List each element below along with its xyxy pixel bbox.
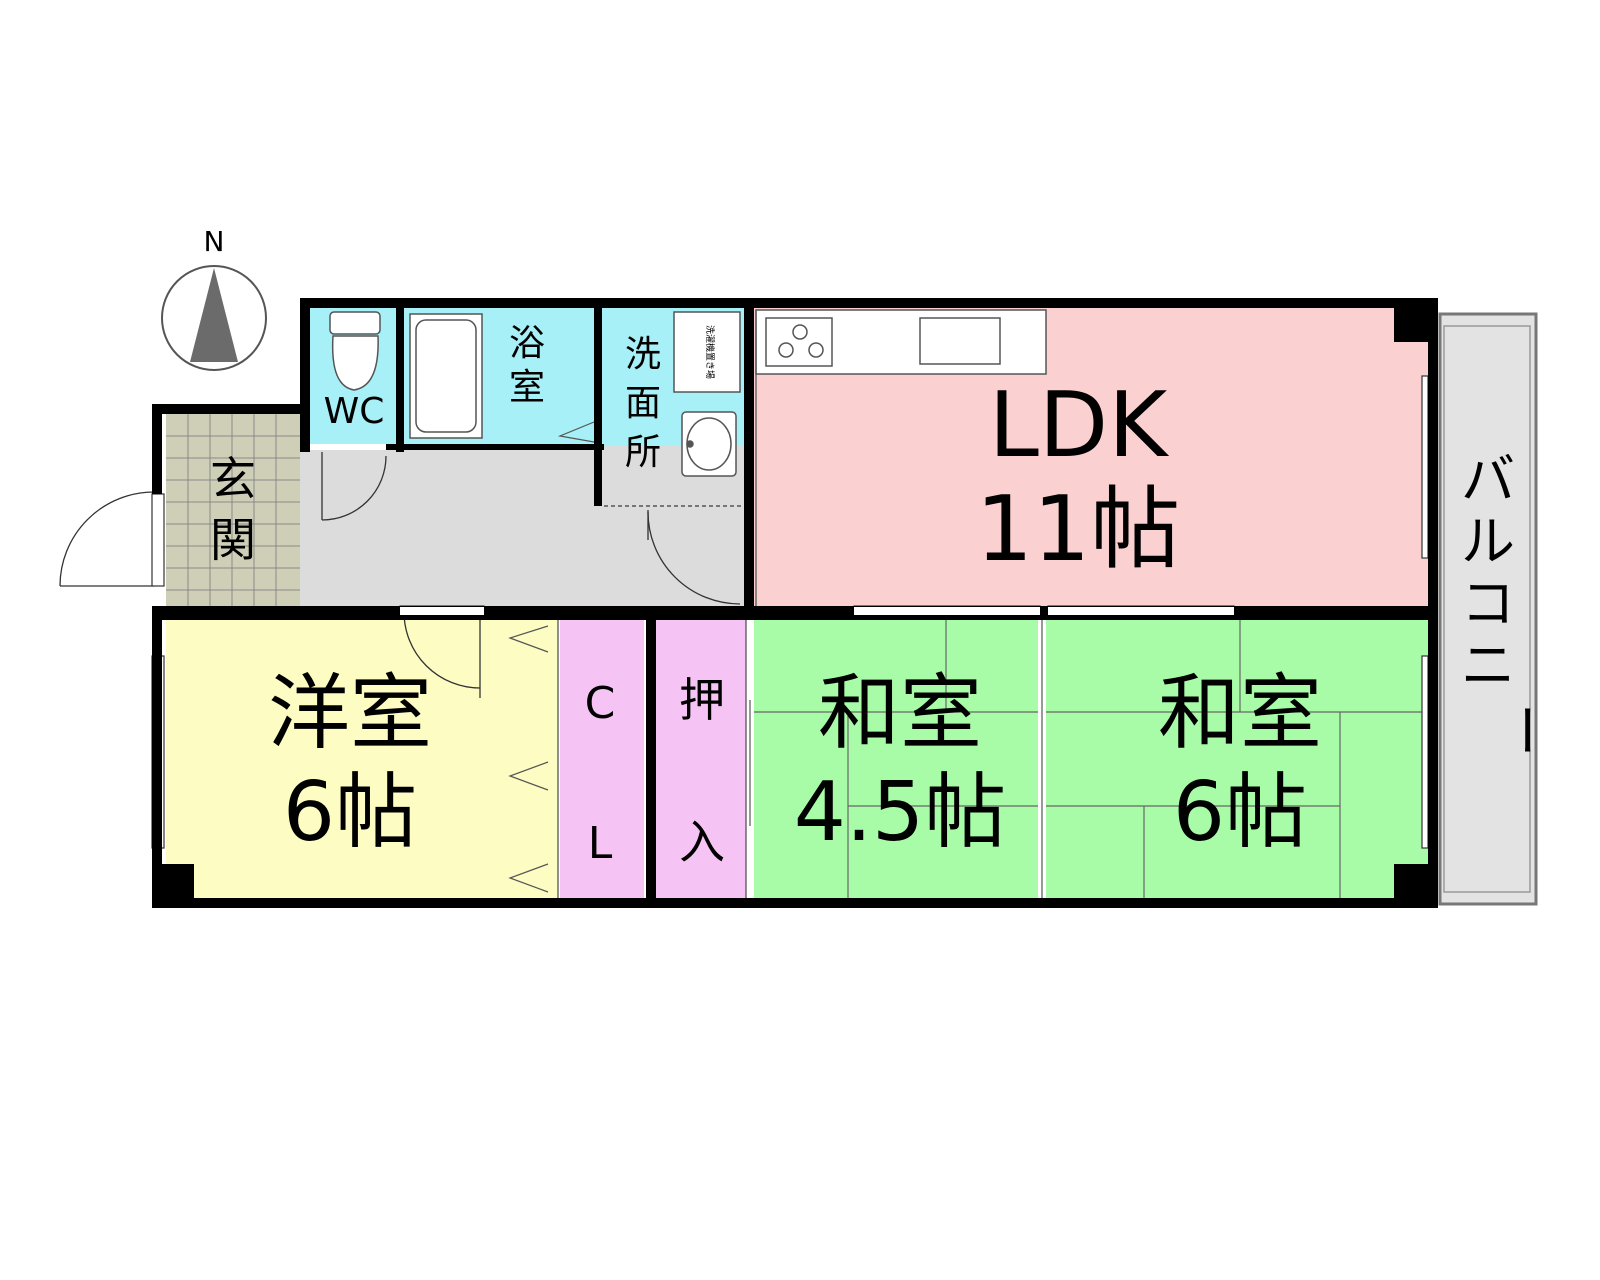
toilet-icon (329, 311, 381, 391)
balcony (1438, 312, 1538, 906)
washitsu-small-name: 和室 (818, 666, 982, 761)
washroom-label-1: 洗 (625, 334, 661, 375)
room-washitsu-large (1046, 620, 1432, 898)
room-closet (560, 620, 644, 898)
tatami-large (1046, 620, 1432, 898)
balcony-label-3: コ (1461, 572, 1515, 635)
folding-doors (508, 421, 595, 893)
room-dividers (557, 310, 757, 898)
closet-label-1: C (585, 678, 616, 729)
oshiire-label-1: 押 (679, 673, 725, 727)
compass: N (161, 225, 267, 371)
bath-label-2: 室 (509, 367, 545, 408)
stove-icon (765, 317, 833, 367)
western-name: 洋室 (268, 666, 432, 761)
balcony-rail (1443, 325, 1531, 893)
ldk-name: LDK (989, 373, 1169, 478)
room-oshiire (656, 620, 746, 898)
north-label: N (204, 225, 225, 258)
entrance-tiles (166, 414, 300, 606)
balcony-label: バ ル コ ニ ー (1461, 448, 1557, 757)
room-entrance (166, 414, 300, 606)
compass-circle (161, 265, 267, 371)
hallway-extension (602, 504, 744, 606)
wall-gaps (310, 444, 1234, 615)
sink-icon (919, 317, 1001, 365)
balcony-label-5: ー (1494, 703, 1557, 757)
washer-space-label: 洗濯機置き場 (704, 325, 716, 379)
balcony-area (1438, 312, 1538, 906)
oshiire-label-2: 入 (679, 815, 725, 869)
wash-basin-icon (681, 411, 737, 477)
balcony-label-1: バ (1461, 448, 1515, 511)
door-swings (59, 452, 741, 698)
washitsu-large-name: 和室 (1158, 666, 1322, 761)
washroom-label-3: 所 (625, 432, 661, 473)
entrance-label-1: 玄 (210, 452, 256, 506)
western-size: 6帖 (283, 765, 417, 860)
wc-label: WC (324, 391, 385, 432)
opening-lines (749, 620, 1043, 898)
entrance-label-2: 関 (210, 513, 256, 567)
balcony-label-2: ル (1461, 510, 1515, 573)
balcony-label-4: ニ (1461, 634, 1515, 697)
washitsu-small-size: 4.5帖 (794, 765, 1006, 860)
bath-label-1: 浴 (509, 323, 545, 364)
ldk-size: 11帖 (976, 477, 1181, 582)
room-washitsu-small (754, 620, 1038, 898)
kitchen-counter (755, 309, 1047, 375)
north-arrow-icon (190, 268, 238, 362)
washroom-label-2: 面 (625, 383, 661, 424)
bathtub-icon (409, 313, 483, 439)
closet-label-2: L (588, 818, 613, 869)
tatami-small (754, 620, 1038, 898)
washitsu-large-size: 6帖 (1173, 765, 1307, 860)
washing-machine-space: 洗濯機置き場 (673, 311, 741, 393)
room-western (166, 620, 558, 898)
